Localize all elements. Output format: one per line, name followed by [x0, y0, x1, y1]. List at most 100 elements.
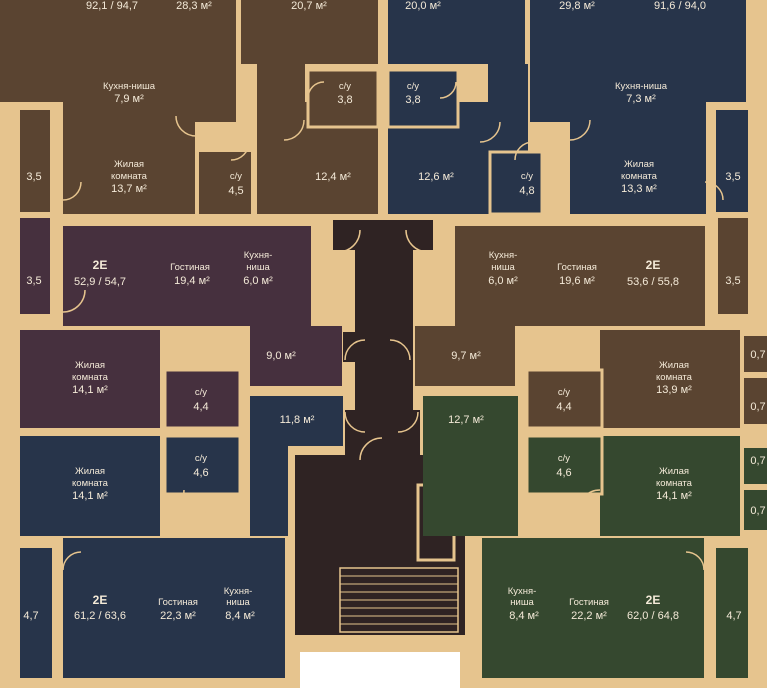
bath-label: с/у	[230, 171, 242, 182]
room-name-kitchen-1: Кухня-	[489, 250, 518, 261]
door-swing	[544, 347, 566, 369]
room-balcony	[718, 218, 748, 314]
room-bedroom	[570, 122, 706, 214]
door-swing	[685, 551, 705, 571]
room-area-hall: 12,6 м²	[418, 171, 454, 183]
door-swing	[307, 81, 325, 99]
door-swing	[397, 411, 419, 433]
room-name-kitchen-1: Кухня-	[508, 586, 537, 597]
room-a	[241, 0, 378, 64]
bath-label: с/у	[339, 81, 351, 92]
staircase	[339, 567, 459, 633]
room-name-bedroom-2: комната	[656, 478, 693, 489]
unit-top-right[interactable]	[386, 0, 748, 216]
unit-mid-right[interactable]	[415, 218, 767, 430]
room-bedroom	[20, 436, 160, 536]
door-swing	[514, 141, 534, 161]
door-swing	[230, 141, 250, 161]
balcony-area: 4,7	[23, 610, 38, 622]
room-balcony	[20, 548, 52, 678]
balcony-area-b: 0,7	[750, 401, 765, 413]
bath-label: с/у	[521, 171, 533, 182]
room-balc-b	[744, 490, 767, 530]
room-name-kitchen-2: ниша	[491, 262, 515, 273]
bath-area: 3,8	[405, 94, 420, 106]
area-label: 91,6 / 94,0	[654, 0, 706, 12]
bath-area: 4,4	[556, 401, 571, 413]
room-area-kitchen: 8,4 м²	[509, 610, 539, 622]
room-area-living: 22,3 м²	[160, 610, 196, 622]
area-label: 92,1 / 94,7	[86, 0, 138, 12]
room-name-living: Гостиная	[158, 597, 198, 608]
unit-top-left[interactable]	[0, 0, 380, 214]
room-name-bedroom-1: Жилая	[114, 159, 144, 170]
door-swing	[479, 121, 501, 143]
balcony-area: 3,5	[725, 275, 740, 287]
door-swing	[574, 337, 598, 361]
unit-mid-left[interactable]	[20, 218, 342, 430]
room-area-kitchen: 6,0 м²	[488, 275, 518, 287]
room-a	[388, 0, 525, 64]
room-bath	[163, 434, 242, 496]
balcony-area: 3,5	[725, 171, 740, 183]
room-name-kitchen: Кухня-ниша	[103, 81, 156, 92]
room-area-living: 19,6 м²	[559, 275, 595, 287]
bath-area: 4,6	[193, 467, 208, 479]
room-living	[0, 0, 236, 102]
room-name-living: Гостиная	[557, 262, 597, 273]
bath-label: с/у	[407, 81, 419, 92]
room-area-hall: 9,7 м²	[451, 350, 481, 362]
room-hall-lower	[250, 446, 288, 536]
bath-label: с/у	[558, 453, 570, 464]
bath-label: с/у	[195, 453, 207, 464]
room-name-living: Гостиная	[170, 262, 210, 273]
unit-type: 2Е	[93, 593, 108, 607]
room-area-bedroom: 13,9 м²	[656, 384, 692, 396]
room-area-a: 20,7 м²	[291, 0, 327, 12]
entrance-notch	[300, 652, 460, 688]
bath-area: 4,6	[556, 467, 571, 479]
balcony-area-b: 0,7	[750, 505, 765, 517]
unit-bot-left[interactable]	[20, 396, 343, 678]
room-area-living: 28,3 м²	[176, 0, 212, 12]
door-swing	[194, 493, 216, 515]
room-balc-a	[744, 448, 767, 484]
unit-type: 2Е	[93, 258, 108, 272]
room-name-kitchen-1: Кухня-	[224, 586, 253, 597]
room-name-kitchen-2: ниша	[226, 597, 250, 608]
door-swing	[359, 437, 383, 461]
room-bedroom	[600, 436, 740, 536]
door-swing	[544, 493, 566, 515]
room-hall	[250, 396, 343, 446]
room-living	[530, 0, 746, 102]
room-name-living: Гостиная	[569, 597, 609, 608]
room-hall	[423, 396, 518, 536]
room-area-hall: 9,0 м²	[266, 350, 296, 362]
room-area-living: 19,4 м²	[174, 275, 210, 287]
balcony-area-a: 0,7	[750, 455, 765, 467]
bath-area: 4,8	[519, 185, 534, 197]
door-swing	[704, 181, 724, 201]
room-balcony	[20, 110, 50, 212]
room-bath	[163, 368, 242, 430]
room-name-kitchen: Кухня-ниша	[615, 81, 668, 92]
door-swing	[161, 489, 185, 513]
area-label: 61,2 / 63,6	[74, 610, 126, 622]
room-balcony	[716, 548, 748, 678]
room-balcony	[20, 218, 50, 314]
unit-type: 2Е	[646, 258, 661, 272]
room-kitchen-strip	[530, 102, 706, 122]
room-name-bedroom-2: комната	[111, 171, 148, 182]
door-swing	[405, 229, 429, 253]
room-area-bedroom: 13,3 м²	[621, 183, 657, 195]
core-mid	[343, 332, 413, 362]
room-area-hall: 12,7 м²	[448, 414, 484, 426]
unit-bot-right[interactable]	[423, 396, 767, 678]
door-swing	[577, 489, 601, 513]
room-area-hall: 12,4 м²	[315, 171, 351, 183]
room-bath-2	[199, 152, 251, 214]
door-swing	[283, 119, 305, 141]
balcony-area: 3,5	[26, 275, 41, 287]
room-living	[455, 226, 705, 326]
